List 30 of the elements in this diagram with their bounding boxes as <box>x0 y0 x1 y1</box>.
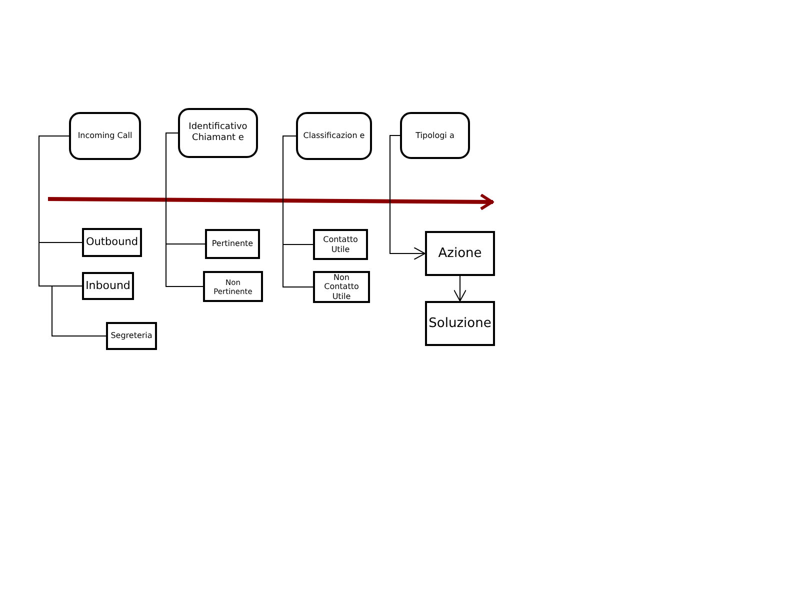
rounded-box <box>400 112 470 159</box>
process-box <box>82 272 134 300</box>
rounded-box <box>296 112 372 160</box>
process-box <box>106 322 157 350</box>
process-box <box>425 301 495 346</box>
node-label: Identificativo Chiamant e <box>188 122 248 144</box>
process-box <box>313 271 370 303</box>
process-box <box>203 271 263 302</box>
node-label: Pertinente <box>212 239 254 249</box>
process-box <box>425 231 495 276</box>
node-label: Tipologi a <box>416 130 454 140</box>
connector <box>166 132 204 287</box>
process-box <box>205 229 260 259</box>
process-box <box>82 228 142 257</box>
node-label: Classificazion e <box>303 131 365 141</box>
rounded-box <box>69 112 141 160</box>
node-label: Outbound <box>86 236 138 249</box>
connector <box>390 135 426 260</box>
node-label: Contatto Utile <box>322 234 359 254</box>
connector <box>282 136 314 288</box>
node-label: Azione <box>438 246 482 262</box>
rounded-box <box>178 108 258 158</box>
node-label: Segreteria <box>110 331 152 341</box>
node-label: Non Contatto Utile <box>323 272 360 302</box>
node-label: Soluzione <box>428 316 492 332</box>
node-label: Inbound <box>86 279 130 293</box>
process-box <box>313 229 368 260</box>
connector <box>52 286 106 336</box>
node-label: Incoming Call <box>78 131 132 141</box>
connector <box>454 276 466 302</box>
